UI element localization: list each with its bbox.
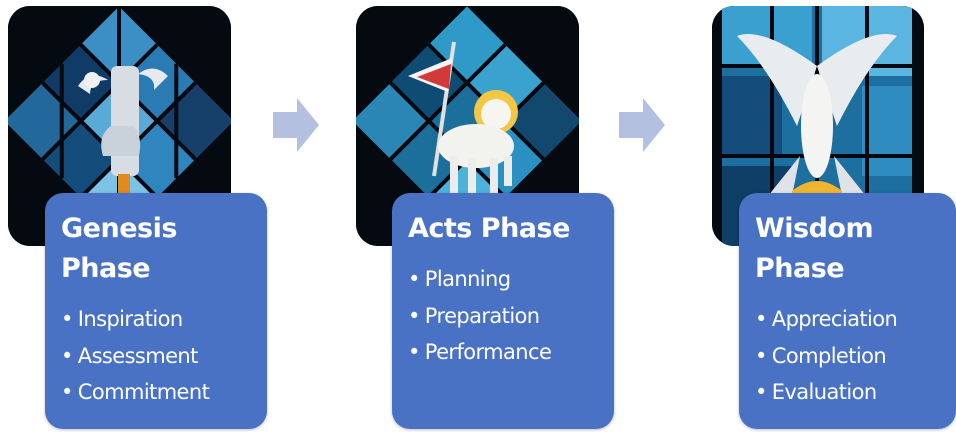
wisdom-list: •Appreciation •Completion •Evaluation [755, 301, 946, 411]
list-item: •Preparation [408, 303, 540, 328]
list-item: •Commitment [61, 380, 210, 404]
acts-title: Acts Phase [408, 213, 570, 244]
acts-card: Acts Phase •Planning •Preparation •Perfo… [392, 193, 614, 429]
list-item: •Appreciation [755, 307, 898, 331]
list-item: •Inspiration [61, 307, 183, 331]
genesis-image [8, 6, 231, 246]
acts-list: •Planning •Preparation •Performance [408, 261, 604, 371]
list-item: •Planning [408, 267, 511, 291]
genesis-title: Genesis Phase [61, 213, 177, 284]
list-item: •Assessment [61, 343, 198, 368]
stained-glass-hand-icon [8, 6, 231, 246]
list-item: •Completion [755, 343, 887, 368]
list-item: •Evaluation [755, 380, 877, 404]
list-item: •Performance [408, 340, 552, 364]
genesis-list: •Inspiration •Assessment •Commitment [61, 301, 257, 411]
wisdom-title: Wisdom Phase [755, 213, 874, 284]
wisdom-card: Wisdom Phase •Appreciation •Completion •… [739, 193, 956, 429]
acts-image [356, 6, 579, 246]
genesis-card: Genesis Phase •Inspiration •Assessment •… [45, 193, 267, 429]
arrow-right-icon [619, 98, 665, 152]
arrow-right-icon [273, 98, 319, 152]
